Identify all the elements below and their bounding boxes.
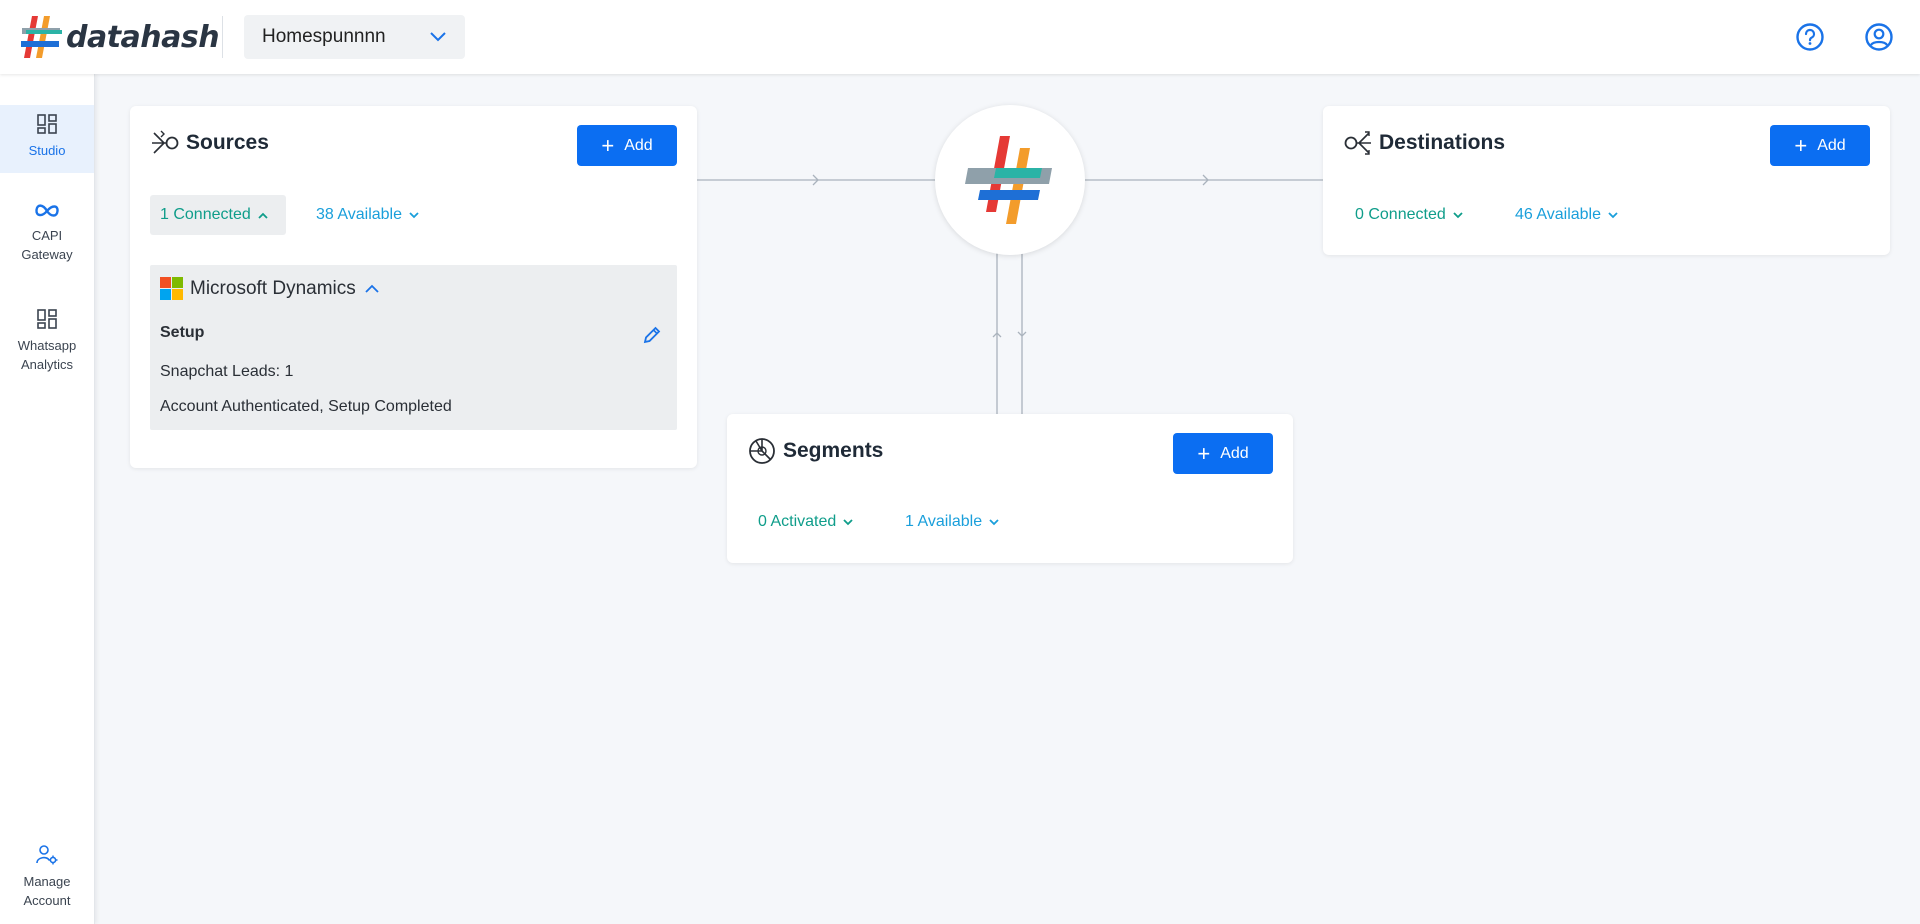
sidebar-item-studio[interactable]: Studio bbox=[0, 105, 94, 173]
organization-selector[interactable]: Homespunnnn bbox=[244, 15, 465, 59]
destinations-connected-toggle[interactable]: 0 Connected bbox=[1345, 195, 1474, 235]
segments-card: Segments + Add 0 Activated 1 Available bbox=[727, 414, 1293, 563]
hash-logo-icon bbox=[965, 136, 1052, 224]
meta-infinity-icon bbox=[35, 204, 59, 217]
plus-icon: + bbox=[601, 132, 615, 158]
sources-card: Sources + Add 1 Connected 38 Available M… bbox=[130, 106, 697, 468]
destinations-card: Destinations + Add 0 Connected 46 Availa… bbox=[1323, 106, 1890, 255]
setup-label: Setup bbox=[160, 324, 205, 341]
datahash-logo[interactable]: datahash bbox=[20, 14, 220, 60]
chevron-down-icon bbox=[430, 32, 446, 42]
snapchat-leads-count: Snapchat Leads: 1 bbox=[160, 363, 294, 380]
segments-activated-toggle[interactable]: 0 Activated bbox=[748, 502, 864, 542]
chevron-up-icon bbox=[258, 212, 268, 219]
edit-pencil-icon[interactable] bbox=[642, 325, 662, 345]
destinations-title: Destinations bbox=[1343, 128, 1505, 158]
chevron-up-icon bbox=[365, 284, 379, 293]
chevron-down-icon bbox=[409, 212, 419, 219]
dashboard-grid-icon bbox=[37, 309, 57, 329]
source-connection-name: Microsoft Dynamics bbox=[190, 277, 356, 299]
add-segment-button[interactable]: + Add bbox=[1173, 433, 1273, 474]
header-divider bbox=[222, 16, 223, 58]
segments-title: Segments bbox=[747, 436, 883, 466]
chevron-down-icon bbox=[1453, 212, 1463, 219]
add-source-button[interactable]: + Add bbox=[577, 125, 677, 166]
sources-merge-icon bbox=[152, 130, 179, 154]
destinations-available-toggle[interactable]: 46 Available bbox=[1505, 195, 1629, 235]
microsoft-logo-icon bbox=[160, 277, 183, 300]
sidebar-item-label: Studio bbox=[28, 143, 66, 158]
add-destination-button[interactable]: + Add bbox=[1770, 125, 1870, 166]
user-settings-icon bbox=[36, 845, 58, 865]
source-connection-header[interactable]: Microsoft Dynamics bbox=[160, 277, 380, 300]
chevron-down-icon bbox=[1608, 212, 1618, 219]
sources-connected-toggle[interactable]: 1 Connected bbox=[150, 195, 286, 235]
connection-status-text: Account Authenticated, Setup Completed bbox=[160, 398, 452, 415]
organization-name: Homespunnnn bbox=[262, 26, 386, 47]
source-connection-card: Microsoft Dynamics Setup Snapchat Leads:… bbox=[150, 265, 677, 430]
hash-logo-icon bbox=[21, 16, 62, 58]
sources-title: Sources bbox=[150, 128, 269, 158]
plus-icon: + bbox=[1794, 132, 1808, 158]
segments-available-toggle[interactable]: 1 Available bbox=[895, 502, 1010, 542]
datahash-hub bbox=[935, 105, 1085, 255]
chevron-down-icon bbox=[843, 519, 853, 526]
plus-icon: + bbox=[1197, 440, 1211, 466]
destinations-split-icon bbox=[1344, 131, 1371, 155]
top-bar: datahash Homespunnnn bbox=[0, 0, 1920, 74]
chevron-down-icon bbox=[989, 519, 999, 526]
user-circle-icon[interactable] bbox=[1864, 22, 1894, 52]
segments-pie-icon bbox=[749, 438, 775, 464]
sources-available-toggle[interactable]: 38 Available bbox=[306, 195, 430, 235]
help-circle-icon[interactable] bbox=[1795, 22, 1825, 52]
dashboard-grid-icon bbox=[37, 114, 57, 134]
brand-name: datahash bbox=[66, 19, 220, 55]
